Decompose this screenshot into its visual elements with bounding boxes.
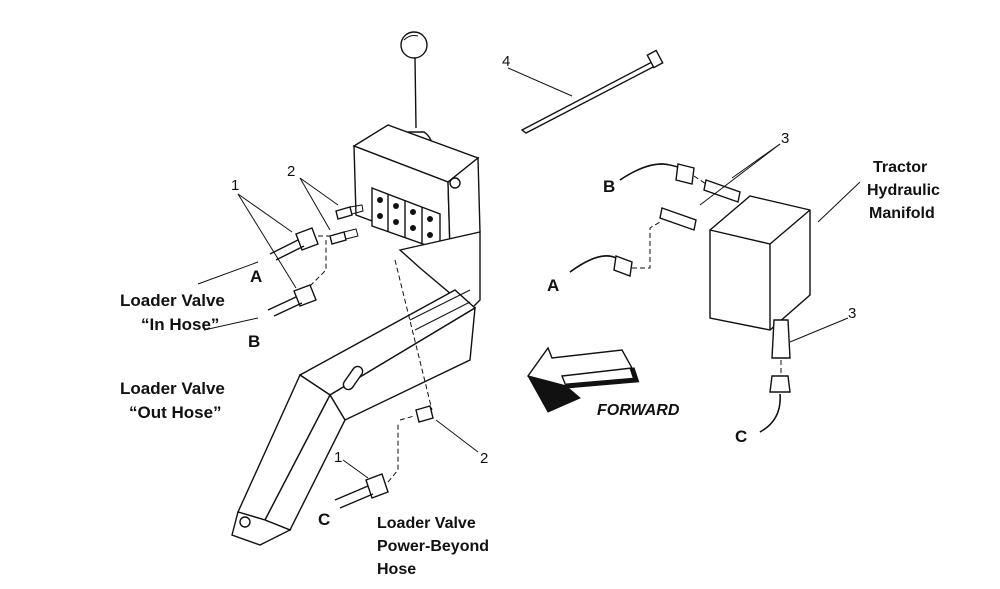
housing-bolt [449,177,461,189]
fitting-upper-thread [349,204,364,215]
forward-arrow-edge [565,367,640,389]
forward-arrow-shadow [527,375,581,413]
hose-b-right-nut [675,163,695,185]
forward-arrow-shape [526,346,634,388]
forward-arrow [526,346,640,413]
port-7 [427,216,433,222]
leader-1-a [237,193,293,233]
arm-hole [239,516,251,528]
arm-detail [409,289,471,331]
port-3 [393,203,399,209]
leader-1-b [237,193,297,289]
cable-tie [507,49,664,134]
letter-a-left: A [250,267,262,286]
fitting-bottom-dash [399,415,415,421]
callout-2-bottom: 2 [480,450,488,467]
leader-1-bottom [342,459,369,479]
leader-out-hose [203,317,259,331]
letter-c-bottom: C [318,510,330,529]
callout-3-top: 3 [781,130,789,147]
hose-b-nut [293,284,317,307]
labels: 1 2 3 4 3 2 1 A B C B A C Loader Valve “… [120,53,940,578]
leader-in-hose [197,261,259,285]
leader-manifold [817,181,861,223]
knob-highlight [403,35,419,41]
callout-1-top: 1 [231,177,239,194]
hose-a [269,239,305,261]
hose-c [334,485,374,509]
label-power-line1: Loader Valve [377,515,476,532]
fitting-bottom [415,405,434,423]
hose-b [267,296,303,317]
letter-b-left: B [248,332,260,351]
label-power-line3: Hose [377,561,416,578]
letter-c-right: C [735,427,747,446]
label-manifold-line2: Hydraulic [867,182,940,199]
manifold-fitting-b [703,179,741,203]
left-hoses [267,204,434,509]
callout-1-bottom: 1 [334,449,342,466]
manifold-fitting-a [659,207,697,231]
label-out-hose-line2: “Out Hose” [129,403,222,422]
label-in-hose-line1: Loader Valve [120,291,225,310]
manifold-fitting-c [771,319,791,359]
hose-a-right-dash [632,221,661,269]
hose-c-right-fill [759,393,781,433]
port-8 [427,232,433,238]
leader-3-bottom [789,317,849,343]
hose-b-right-fill [619,163,691,181]
port-2 [377,213,383,219]
leader-lines-left [197,177,479,479]
label-in-hose-line2: “In Hose” [141,315,219,334]
hose-b-right-dash [693,175,707,185]
leader-3-b [699,143,781,206]
label-out-hose-line1: Loader Valve [120,379,225,398]
arm-slot [342,365,364,391]
joystick-lever [414,57,417,129]
hose-c-nut [365,473,389,499]
hose-b-dash [309,240,327,287]
letter-a-right: A [547,276,559,295]
cable-tie-head [646,49,664,69]
hose-c-right-nut [769,375,791,393]
label-manifold-line1: Tractor [873,159,927,176]
leader-2-bottom [435,419,479,453]
callout-3-bottom: 3 [848,305,856,322]
hose-c-dash [387,422,399,483]
joystick-knob [400,31,428,59]
label-forward: FORWARD [597,402,680,419]
callout-2-top: 2 [287,163,295,180]
manifold-outline [709,195,811,331]
mounting-bracket [398,231,481,311]
fitting-lower-thread [343,228,359,240]
loader-valve-assembly [231,31,481,546]
fitting-lower [329,231,347,245]
port-1 [377,197,383,203]
leader-2-b [299,177,331,231]
port-4 [393,219,399,225]
port-6 [410,225,416,231]
label-power-line2: Power-Beyond [377,538,489,555]
tractor-manifold [569,143,861,433]
fitting-upper [335,206,353,220]
letter-b-right: B [603,177,615,196]
leader-2-a [299,177,339,206]
hose-a-nut [295,227,319,251]
label-manifold-line3: Manifold [869,205,935,222]
port-5 [410,209,416,215]
leader-4 [507,67,573,97]
cable-tie-strap [520,61,657,134]
callout-4: 4 [502,53,510,70]
power-beyond-dash [394,259,433,411]
manifold-edges [709,209,811,330]
hose-a-right-nut [613,255,633,277]
